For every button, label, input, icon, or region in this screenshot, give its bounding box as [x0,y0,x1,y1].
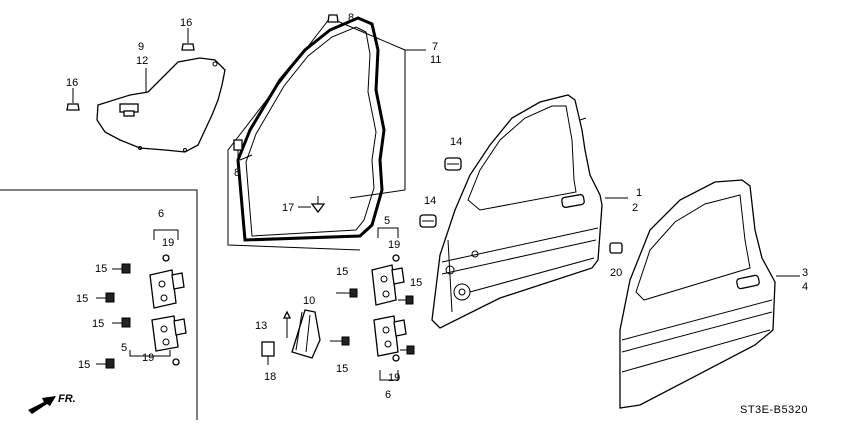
front-door-panel [431,94,603,329]
callout-15-left-4: 15 [78,359,90,371]
callout-19-left-2: 19 [142,352,154,364]
callout-13: 13 [255,320,267,332]
callout-20: 20 [610,267,622,279]
bolt-15-c [398,295,414,305]
fastener-17 [298,196,326,214]
pin-19-b [392,354,400,362]
bolt-15-e [112,263,131,274]
callout-2: 2 [632,202,638,214]
callout-8-top: 8 [348,12,354,24]
callout-17: 17 [282,202,294,214]
callout-8-side: 8 [234,167,240,179]
callout-16-left: 16 [66,77,78,89]
hole-seal-sheet [96,57,226,153]
front-direction-label: FR. [58,393,76,405]
callout-5-center: 5 [384,215,390,227]
bolt-15-d [400,345,415,355]
callout-16-top: 16 [180,17,192,29]
callout-15-left-2: 15 [76,293,88,305]
cushion-20 [609,242,623,254]
clip-16-b [66,88,80,111]
bolt-15-h [96,358,115,369]
callout-6-left: 6 [158,208,164,220]
callout-19-center-2: 19 [388,372,400,384]
inset-border [0,189,198,420]
callout-14-upper: 14 [450,136,462,148]
checker-bolt-18 [261,341,275,365]
front-direction-arrow [28,396,56,414]
callout-7: 7 [432,41,438,53]
callout-12: 12 [136,55,148,67]
callout-19-center-1: 19 [388,239,400,251]
rear-door-panel [619,179,776,409]
callout-6-center: 6 [385,389,391,401]
catalog-code: ST3E-B5320 [740,404,808,416]
bolt-15-f [96,292,115,303]
bolt-15-a [336,288,358,298]
clip-16-a [181,28,195,51]
callout-18: 18 [264,371,276,383]
pin-19-d [172,358,180,366]
clip-8-side [233,139,243,160]
callout-1: 1 [636,187,642,199]
hinge-lower-left [151,315,187,352]
pin-19-a [392,254,400,262]
callout-15-left-1: 15 [95,263,107,275]
callout-4: 4 [802,281,808,293]
door-checker-10 [291,309,321,359]
bolt-15-b [330,336,350,346]
bolt-15-g [112,317,131,328]
callout-10: 10 [303,295,315,307]
callout-11: 11 [430,54,441,66]
clip-8-top [327,14,339,23]
pin-19-c [162,254,170,262]
callout-15-center-1: 15 [336,266,348,278]
callout-14-lower: 14 [424,195,436,207]
callout-15-center-2: 15 [336,363,348,375]
callout-15-center-3: 15 [410,277,422,289]
callout-19-left-1: 19 [162,237,174,249]
callout-9: 9 [138,41,144,53]
callout-15-left-3: 15 [92,318,104,330]
checker-pin-13 [282,310,292,338]
callout-5-left: 5 [121,342,127,354]
door-stop-cushion-14-b [419,214,437,228]
hinge-upper-left [149,269,185,309]
hinge-upper-center [371,264,405,306]
hinge-lower-center [373,315,407,357]
callout-3: 3 [802,267,808,279]
door-stop-cushion-14-a [444,157,462,171]
